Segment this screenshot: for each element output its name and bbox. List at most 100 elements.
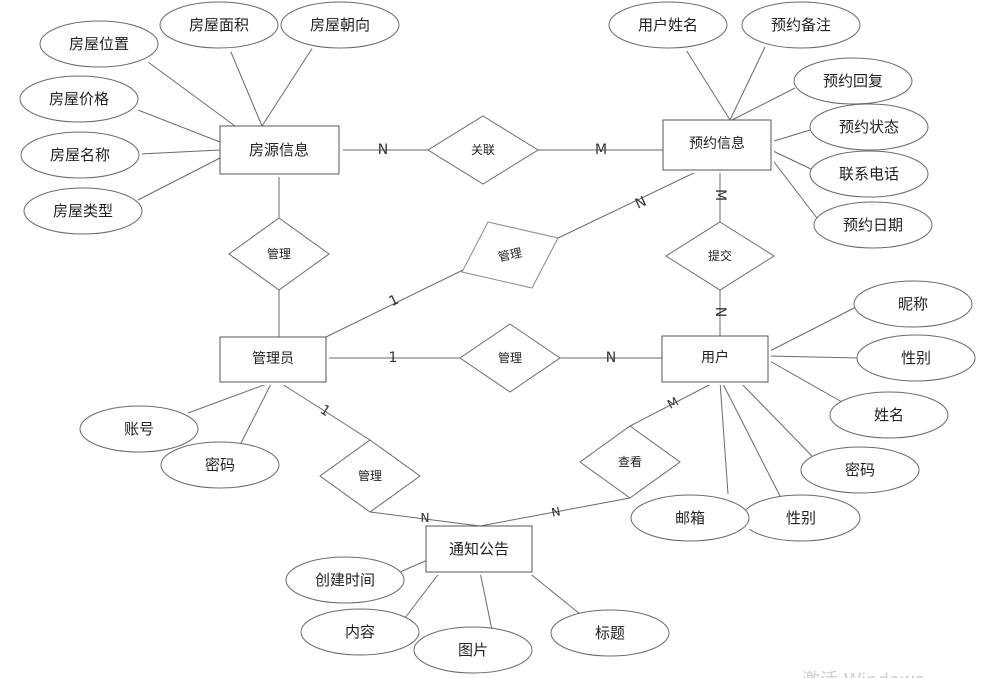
attr-admin-account-label: 账号	[124, 420, 154, 438]
attr-notice-image[interactable]: 图片	[413, 626, 536, 677]
attr-user-gender2[interactable]: 性别	[741, 494, 864, 545]
attr-user-gender2-label: 性别	[786, 509, 816, 527]
line-user-gender	[767, 355, 859, 359]
attr-booking-note-label: 预约备注	[771, 16, 831, 34]
attr-booking-date[interactable]: 预约日期	[813, 201, 936, 252]
attr-house-location-label: 房屋位置	[69, 35, 129, 53]
card-admin-manage-notice: 1	[317, 402, 333, 420]
line-manage-admin2	[325, 269, 464, 338]
relation-view-label: 查看	[618, 455, 642, 469]
relation-manage-user[interactable]: 管理	[459, 323, 561, 393]
relation-related[interactable]: 关联	[427, 115, 539, 185]
attr-house-location[interactable]: 房屋位置	[39, 20, 162, 71]
attr-admin-account[interactable]: 账号	[79, 405, 202, 456]
entity-admin[interactable]: 管理员	[219, 336, 329, 385]
line-booking-manage	[555, 169, 701, 240]
relation-related-label: 关联	[471, 143, 495, 157]
attr-user-gender-label: 性别	[901, 349, 931, 367]
attr-notice-title-label: 标题	[595, 624, 625, 642]
line-user-email	[719, 381, 729, 495]
entity-user[interactable]: 用户	[661, 335, 771, 385]
attr-user-email[interactable]: 邮箱	[630, 494, 753, 545]
line-house-area	[227, 44, 263, 127]
attr-user-nickname[interactable]: 昵称	[853, 280, 976, 331]
entity-notice-label: 通知公告	[449, 540, 509, 558]
attr-booking-date-label: 预约日期	[843, 216, 903, 234]
line-view-notice	[479, 497, 631, 527]
attr-house-area[interactable]: 房屋面积	[159, 1, 282, 52]
attr-notice-created-label: 创建时间	[315, 571, 375, 589]
relation-manage-house-label: 管理	[267, 246, 291, 261]
line-user-password	[739, 381, 813, 457]
relation-manage-house[interactable]: 管理	[228, 217, 330, 291]
attr-user-password[interactable]: 密码	[800, 446, 923, 497]
attr-booking-username[interactable]: 用户姓名	[608, 1, 731, 52]
attr-booking-status-label: 预约状态	[839, 118, 899, 136]
line-booking-note	[729, 46, 766, 121]
attr-house-type-label: 房屋类型	[53, 202, 113, 220]
card-user-view: M	[665, 394, 681, 411]
connections	[137, 44, 859, 631]
line-booking-date	[770, 157, 821, 223]
attr-user-email-label: 邮箱	[675, 509, 705, 527]
line-booking-username	[682, 44, 731, 121]
card-booking-manage: N	[633, 194, 649, 213]
attr-booking-phone[interactable]: 联系电话	[809, 150, 932, 201]
relation-view[interactable]: 查看	[579, 425, 681, 499]
attr-user-password-label: 密码	[845, 461, 875, 479]
attr-notice-title[interactable]: 标题	[550, 609, 673, 660]
relation-manage-notice[interactable]: 管理	[319, 439, 421, 513]
attr-booking-reply[interactable]: 预约回复	[793, 57, 916, 108]
attr-notice-image-label: 图片	[458, 641, 488, 659]
entity-house[interactable]: 房源信息	[219, 125, 343, 177]
line-user-view	[629, 381, 716, 427]
line-booking-status	[770, 129, 811, 143]
attr-house-name[interactable]: 房屋名称	[20, 131, 143, 182]
line-house-orientation	[261, 46, 314, 127]
card-user-submit: N	[712, 307, 728, 317]
attr-house-price[interactable]: 房屋价格	[19, 75, 142, 126]
windows-activation-watermark: 激活 Windows	[802, 670, 924, 678]
entity-user-label: 用户	[701, 349, 729, 366]
attr-user-nickname-label: 昵称	[898, 295, 928, 313]
attr-house-type[interactable]: 房屋类型	[23, 187, 146, 238]
entity-booking-label: 预约信息	[689, 135, 745, 152]
entity-booking[interactable]: 预约信息	[662, 119, 774, 173]
attr-user-realname-label: 姓名	[874, 406, 904, 424]
attr-house-name-label: 房屋名称	[50, 146, 110, 164]
card-notice-manage: N	[421, 511, 430, 525]
attr-house-orientation[interactable]: 房屋朝向	[280, 1, 403, 52]
attr-notice-content[interactable]: 内容	[300, 608, 423, 659]
line-manage-notice	[369, 511, 481, 527]
attr-booking-note[interactable]: 预约备注	[741, 1, 864, 52]
attr-house-orientation-label: 房屋朝向	[310, 16, 370, 34]
attr-user-realname[interactable]: 姓名	[829, 391, 952, 442]
line-notice-content	[404, 571, 441, 619]
relation-manage-booking[interactable]: 管理	[461, 221, 559, 289]
line-notice-title	[527, 571, 581, 615]
line-admin-password	[239, 381, 273, 446]
line-user-realname	[767, 359, 843, 403]
attr-notice-created[interactable]: 创建时间	[285, 556, 408, 607]
attr-notice-content-label: 内容	[345, 623, 375, 641]
relation-manage-user-label: 管理	[498, 350, 522, 365]
entity-notice[interactable]: 通知公告	[425, 525, 535, 575]
attr-house-area-label: 房屋面积	[189, 16, 249, 34]
attr-booking-phone-label: 联系电话	[839, 165, 899, 183]
attr-admin-password[interactable]: 密码	[160, 441, 283, 492]
relation-manage-notice-label: 管理	[358, 468, 382, 483]
attr-user-gender[interactable]: 性别	[856, 334, 979, 385]
entity-admin-label: 管理员	[252, 351, 294, 367]
line-house-price	[137, 109, 221, 143]
relation-manage-booking-label: 管理	[497, 245, 524, 265]
card-house-related: N	[378, 142, 388, 158]
line-house-name	[139, 149, 221, 155]
attr-booking-reply-label: 预约回复	[823, 72, 883, 90]
relation-submit[interactable]: 提交	[665, 221, 775, 291]
line-booking-reply	[731, 87, 796, 121]
line-user-nickname	[767, 305, 859, 353]
line-user-gender2	[721, 381, 781, 497]
attr-booking-status[interactable]: 预约状态	[809, 103, 932, 154]
attr-booking-username-label: 用户姓名	[638, 16, 698, 34]
